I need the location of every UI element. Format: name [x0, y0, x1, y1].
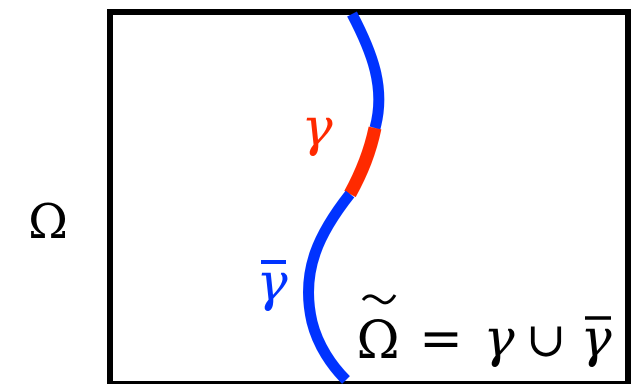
- formula-tilde: [361, 294, 397, 305]
- formula-union: ∪: [526, 312, 566, 368]
- formula-omega: Ω: [356, 311, 399, 371]
- formula: Ω = γ ∪ γ: [356, 294, 612, 371]
- gamma-bar-label: γ: [256, 253, 288, 313]
- gamma-label: γ: [301, 98, 333, 158]
- curve-gamma: [344, 126, 382, 198]
- formula-equals: =: [419, 309, 463, 369]
- curve-gamma-bar-upper: [347, 11, 385, 130]
- formula-gamma: γ: [483, 309, 515, 369]
- omega-label: Ω: [28, 194, 68, 250]
- curve-gamma-bar-lower: [303, 190, 355, 384]
- domain-frame: [107, 9, 631, 384]
